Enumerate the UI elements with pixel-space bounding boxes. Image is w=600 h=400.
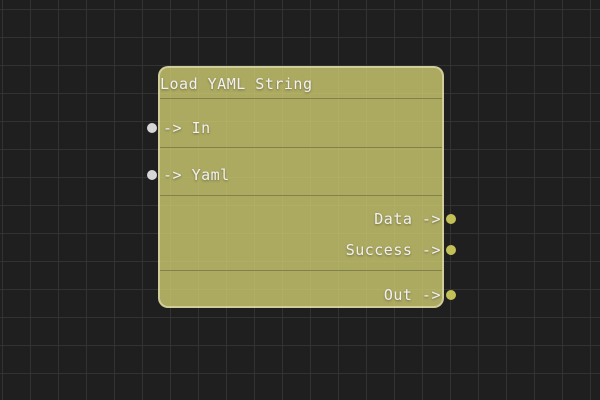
- divider: [160, 98, 442, 99]
- input-port-yaml[interactable]: [147, 170, 157, 180]
- output-label-success: Success ->: [345, 241, 441, 259]
- input-row-yaml: -> Yaml: [147, 160, 442, 190]
- input-label-yaml: -> Yaml: [163, 166, 230, 184]
- output-row-success: Success ->: [160, 235, 456, 265]
- output-row-out: Out ->: [160, 280, 456, 310]
- node-load-yaml-string[interactable]: Load YAML String -> In -> Yaml Data -> S…: [147, 66, 456, 310]
- divider: [160, 270, 442, 271]
- divider: [160, 195, 442, 196]
- output-port-success[interactable]: [446, 245, 456, 255]
- output-label-data: Data ->: [374, 210, 441, 228]
- output-row-data: Data ->: [160, 204, 456, 234]
- node-title: Load YAML String: [160, 75, 313, 93]
- output-label-out: Out ->: [383, 286, 441, 304]
- node-title-bar[interactable]: Load YAML String: [160, 68, 442, 100]
- output-port-out[interactable]: [446, 290, 456, 300]
- input-row-in: -> In: [147, 113, 442, 143]
- input-port-in[interactable]: [147, 123, 157, 133]
- divider: [160, 147, 442, 148]
- input-label-in: -> In: [163, 119, 211, 137]
- output-port-data[interactable]: [446, 214, 456, 224]
